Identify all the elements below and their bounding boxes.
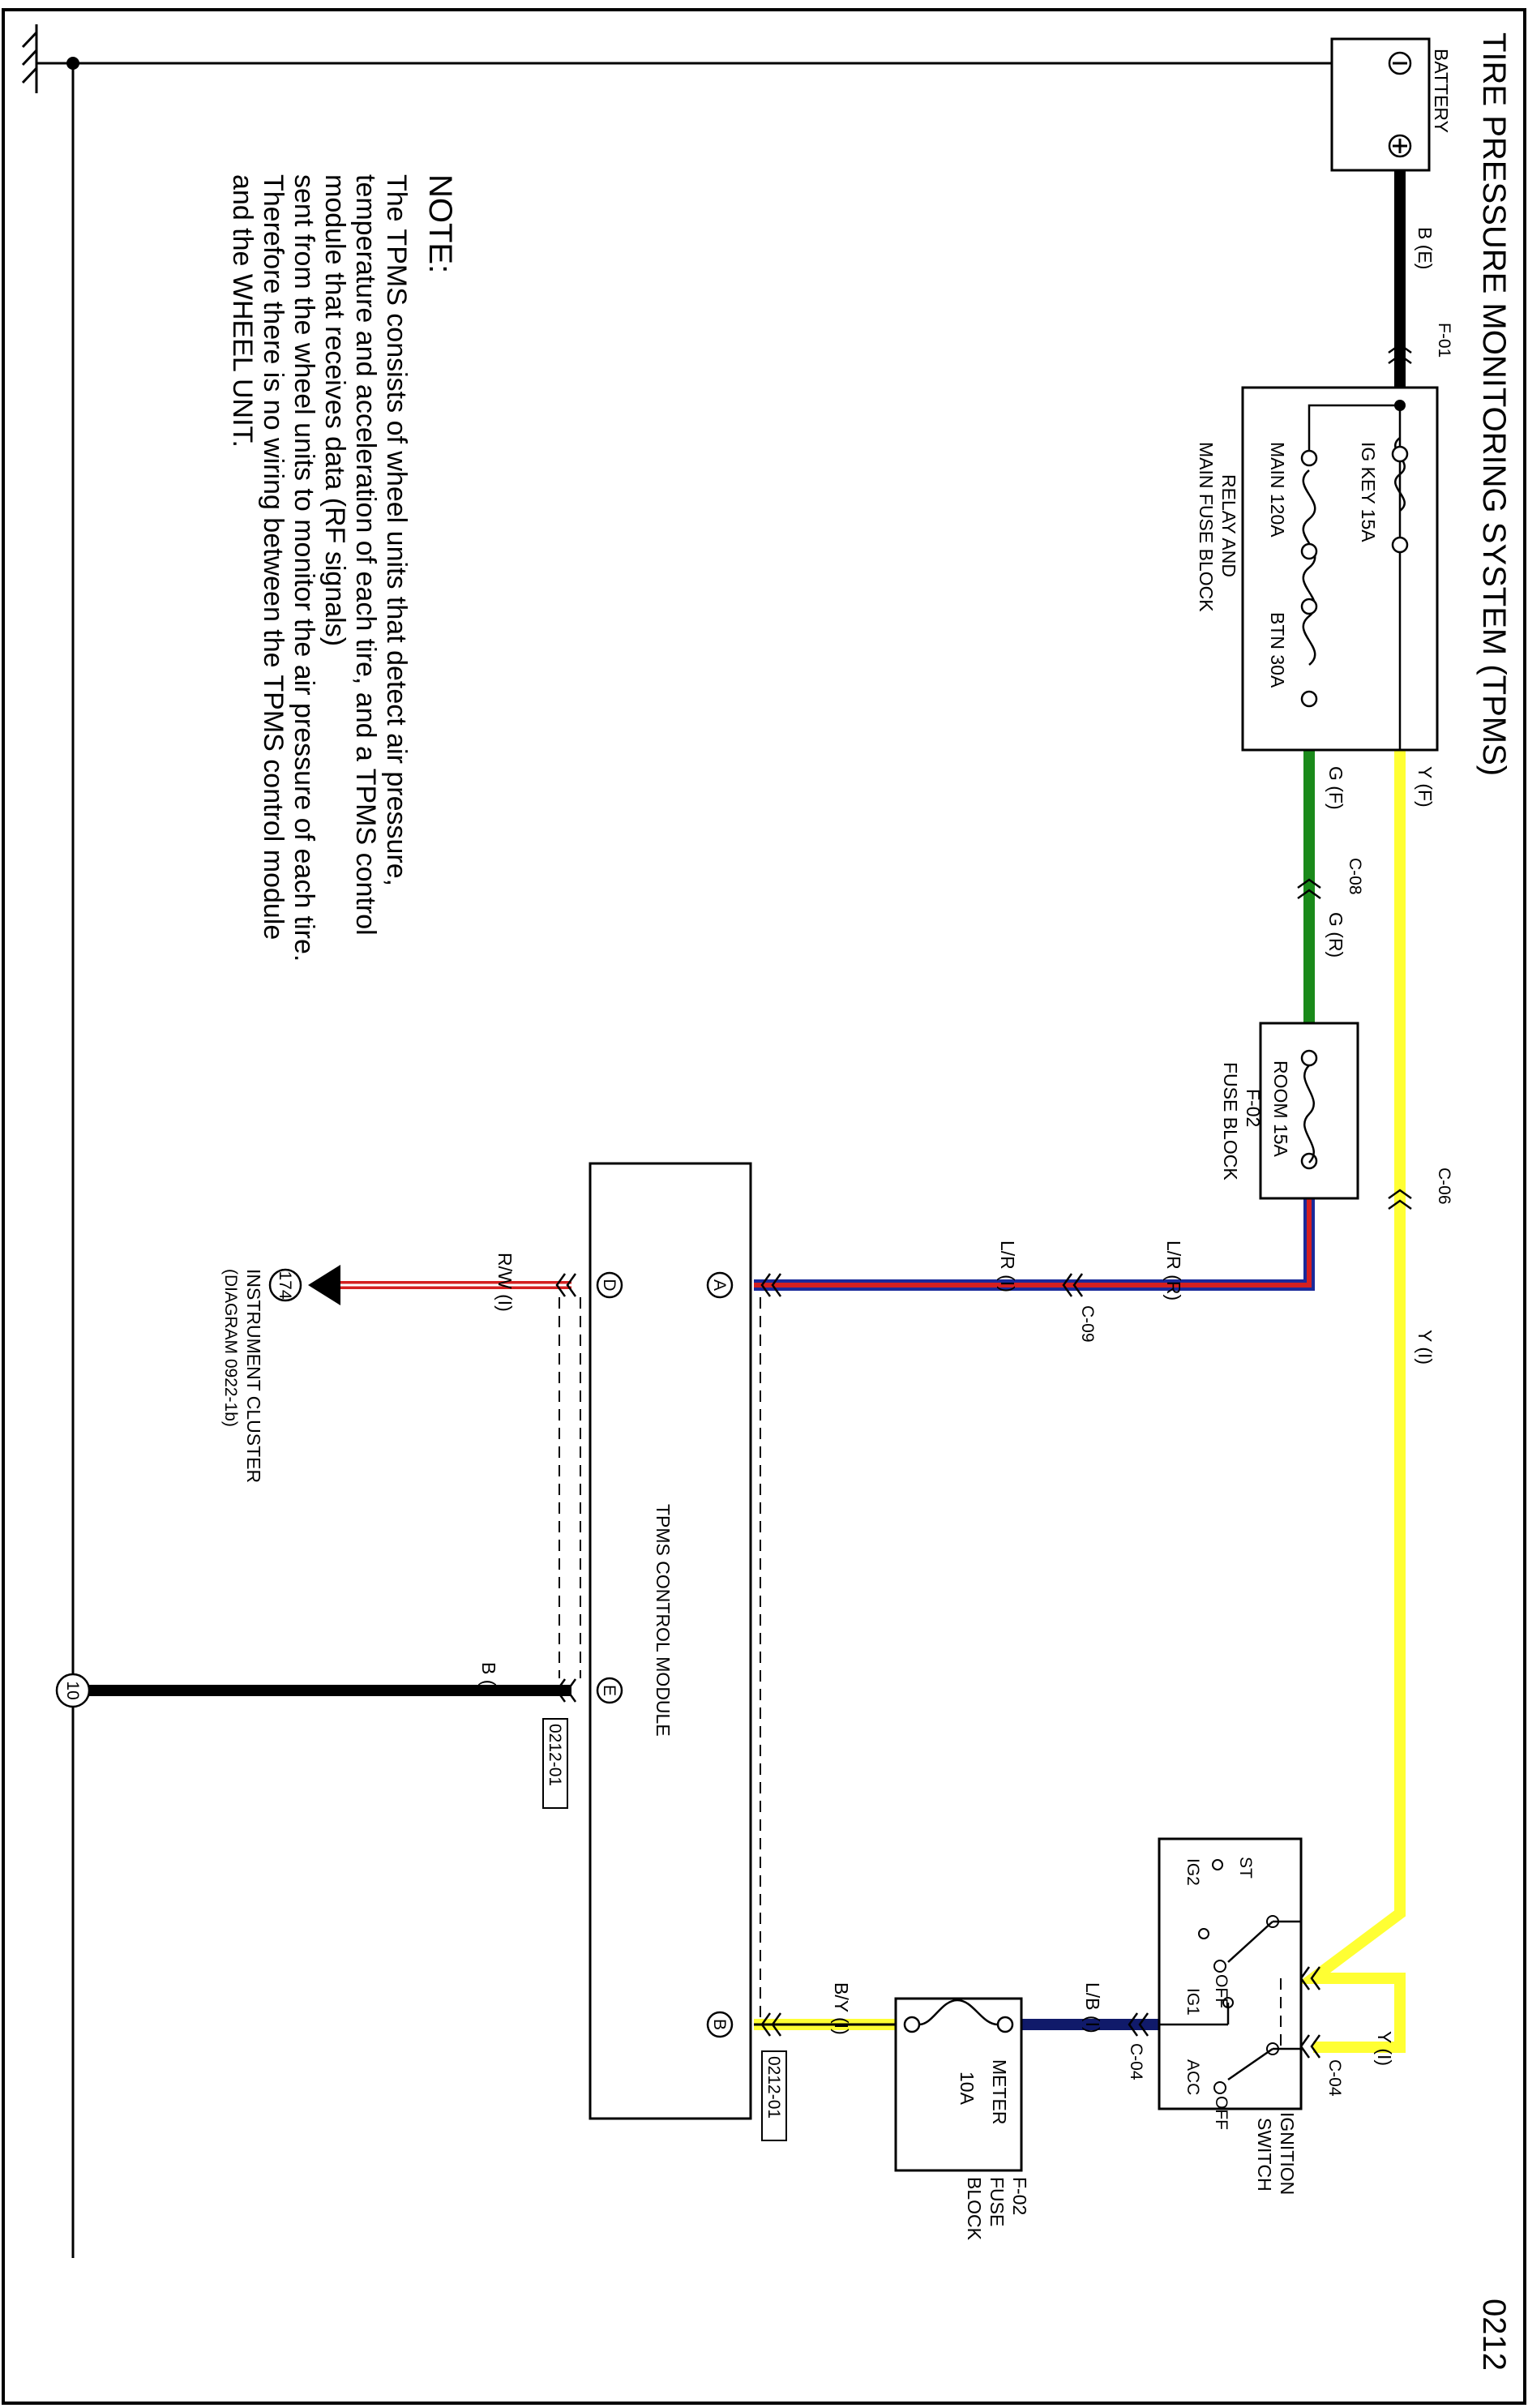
meter-fuse-block: METER 10A F-02 FUSE BLOCK (894, 1997, 1030, 2241)
connector-pin-a (760, 1273, 782, 1297)
wire-label-battery-out: B (E) (1415, 227, 1436, 269)
module-ref-b: 0212-01 (764, 2056, 783, 2119)
note-line-5: Therefore there is no wiring between the… (258, 174, 289, 940)
battery-label: BATTERY (1431, 49, 1452, 133)
ign-ig1-label: IG1 (1183, 1988, 1202, 2016)
wire-label-y-i-2: Y (I) (1374, 2031, 1395, 2066)
ign-off1-label: OFF (1212, 1974, 1231, 2008)
note-block: NOTE: The TPMS consists of wheel units t… (227, 174, 458, 962)
note-line-3: module that receives data (RF signals) (319, 174, 350, 646)
wire-label-c08: C-08 (1346, 858, 1364, 895)
wire-label-f01: F-01 (1435, 323, 1453, 358)
page-number: 0212 (1476, 2299, 1512, 2371)
wire-label-lb-i: L/B (I) (1082, 1982, 1103, 2033)
module-ref-e: 0212-01 (546, 1724, 564, 1786)
wire-label-y-i: Y (I) (1415, 1330, 1436, 1365)
connector-pin-b (760, 2012, 782, 2037)
wire-lr-r (754, 1198, 1315, 1291)
meter-fuse-label-2: 10A (957, 2072, 978, 2106)
relay-main-fuse-block: IG KEY 15A MAIN 120A BTN 30A RELAY AND M… (1196, 386, 1439, 752)
wire-lr-r-core (754, 1198, 1312, 1288)
wire-label-g-r: G (R) (1325, 912, 1346, 958)
pin-e-label: E (600, 1685, 618, 1696)
pin-e-circle (596, 1677, 623, 1704)
meter-fuse-block-label-2: FUSE (987, 2177, 1008, 2226)
note-heading: NOTE: (422, 174, 458, 273)
fuse-main-label: MAIN 120A (1267, 442, 1288, 538)
ign-acc-label: ACC (1183, 2059, 1202, 2095)
room-fuse-label: ROOM 15A (1270, 1060, 1291, 1158)
page-title: TIRE PRESSURE MONITORING SYSTEM (TPMS) (1476, 32, 1512, 776)
wire-label-lr-r: L/R (R) (1163, 1240, 1184, 1300)
meter-fuse-block-label-1: F-02 (1009, 2177, 1030, 2215)
fuse-btn-label: BTN 30A (1267, 612, 1288, 688)
ground-ref: 10 (55, 1673, 91, 1708)
pin-b-label: B (710, 2019, 729, 2030)
chassis-ground-symbol (21, 24, 38, 93)
connector-c08 (1297, 878, 1321, 900)
battery: BATTERY (1330, 37, 1452, 172)
note-line-2: temperature and acceleration of each tir… (350, 174, 381, 936)
cluster-label-1: INSTRUMENT CLUSTER (243, 1269, 264, 1483)
connector-c09 (1062, 1273, 1084, 1297)
relay-block-label-1: RELAY AND (1218, 474, 1239, 577)
room-fuse-block: ROOM 15A F-02 FUSE BLOCK (1220, 1022, 1359, 1200)
pin-d-label: D (600, 1279, 618, 1291)
meter-fuse-block-label-3: BLOCK (964, 2177, 985, 2241)
pin-a-label: A (710, 1279, 729, 1291)
ignition-switch-label-2: SWITCH (1254, 2118, 1275, 2192)
wire-label-y-f: Y (F) (1415, 766, 1436, 808)
wire-label-by-i: B/Y (I) (831, 1982, 852, 2035)
connector-pin-d (555, 1273, 577, 1297)
wire-label-b-i: B (I) (478, 1662, 499, 1697)
fuse-ig-key-label: IG KEY 15A (1358, 442, 1379, 542)
ignition-switch-label-1: IGNITION (1277, 2112, 1298, 2195)
ground-ref-number: 10 (63, 1681, 82, 1699)
cluster-label-2: (DIAGRAM 0922-1b) (221, 1269, 240, 1427)
note-line-1: The TPMS consists of wheel units that de… (381, 174, 412, 886)
wire-label-lr-i: L/R (I) (997, 1240, 1018, 1292)
pin-d-circle (596, 1271, 623, 1299)
meter-fuse-label-1: METER (989, 2059, 1010, 2125)
wire-label-c04-a: C-04 (1325, 2059, 1344, 2097)
note-line-6: and the WHEEL UNIT. (227, 174, 258, 448)
connector-f01 (1388, 343, 1412, 365)
page-frame (2, 8, 1526, 2405)
wire-label-c09: C-09 (1078, 1305, 1097, 1343)
instrument-cluster-ref: 174 INSTRUMENT CLUSTER (DIAGRAM 0922-1b) (221, 1265, 340, 1483)
connector-pin-e (555, 1678, 577, 1703)
pin-b-circle (706, 2011, 734, 2038)
wire-y-ignition-branch (1295, 1865, 1406, 2053)
ground-junction-dot (66, 57, 79, 70)
room-fuse-block-label-1: F-02 (1243, 1089, 1264, 1127)
ign-ig2-label: IG2 (1183, 1858, 1202, 1886)
wire-label-c06: C-06 (1435, 1168, 1453, 1205)
pin-a-circle (706, 1271, 734, 1299)
tpms-control-module: A D E B TPMS CONTROL MODULE 0212-01 0212… (542, 1162, 787, 2141)
connector-c06 (1388, 1189, 1412, 1210)
relay-block-label-2: MAIN FUSE BLOCK (1196, 442, 1217, 612)
cluster-ref-number: 174 (276, 1270, 294, 1299)
wire-label-g-f: G (F) (1325, 766, 1346, 810)
ign-st-label: ST (1236, 1857, 1255, 1879)
ignition-switch: ST IG2 OFF IG1 ACC OFF IGNITION SWITCH (1158, 1837, 1303, 2195)
ign-off2-label: OFF (1212, 2096, 1231, 2130)
wire-label-rw-i: R/W (I) (494, 1253, 516, 1312)
tpms-module-label: TPMS CONTROL MODULE (653, 1504, 674, 1737)
connector-c04-b (1128, 2012, 1149, 2037)
wire-label-c04-b: C-04 (1127, 2043, 1145, 2080)
note-line-4: sent from the wheel units to monitor the… (289, 174, 319, 962)
room-fuse-block-label-2: FUSE BLOCK (1220, 1062, 1241, 1180)
